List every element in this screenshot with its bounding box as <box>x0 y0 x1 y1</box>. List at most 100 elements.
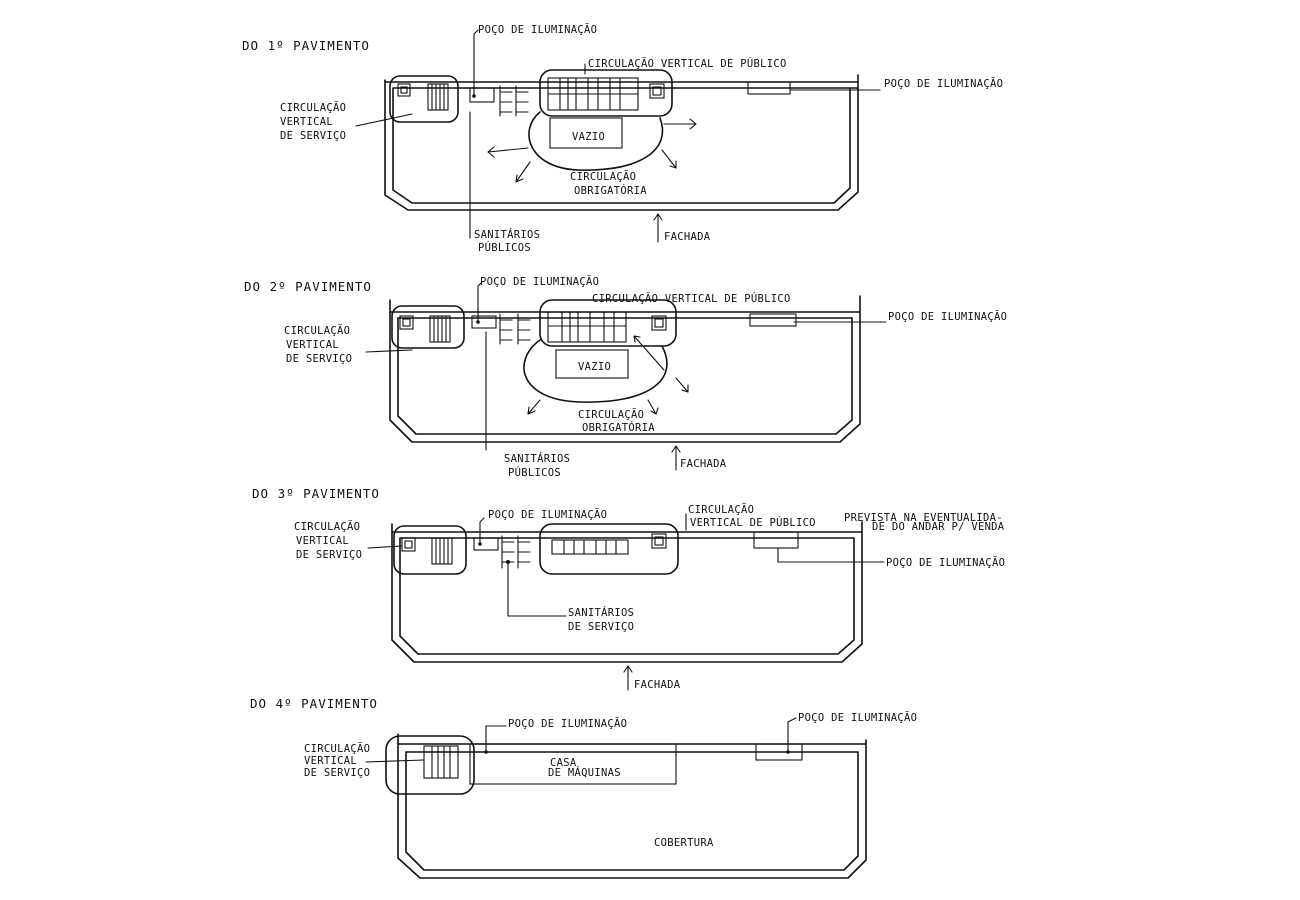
floor-2-obligatory-label-line-2: OBRIGATÓRIA <box>582 421 655 434</box>
floor-3-light-well <box>473 537 499 551</box>
floor-4-title: DO 4º PAVIMENTO <box>250 696 378 711</box>
floor-1-service-label-line-1: CIRCULAÇÃO <box>280 101 346 114</box>
floor-4-leader-poco-right <box>787 717 797 753</box>
floor-1-arrow-right <box>663 118 697 130</box>
floor-1-escalators <box>547 77 639 111</box>
floor-1-leader-fachada <box>653 213 663 243</box>
floor-3-leader-poco-top <box>479 517 485 545</box>
floor-1-public-circulation-label: CIRCULAÇÃO VERTICAL DE PÚBLICO <box>588 57 787 70</box>
floor-1-void <box>549 117 623 149</box>
floor-1-arrow-down-left <box>515 161 531 183</box>
floor-2-obligatory-label-line-1: CIRCULAÇÃO <box>578 408 644 421</box>
floor-2-public-circulation-label: CIRCULAÇÃO VERTICAL DE PÚBLICO <box>592 292 791 305</box>
floor-2-arrow-down-right <box>675 377 689 393</box>
floor-4-left-light-well-label: POÇO DE ILUMINAÇÃO <box>508 717 627 730</box>
floor-4-leader-service <box>365 759 425 763</box>
floor-1-service-label-line-3: DE SERVIÇO <box>280 130 346 142</box>
floor-4-service-label-line-2: VERTICAL <box>304 755 357 767</box>
floor-3-escalators <box>551 539 629 555</box>
floor-3-service-stairs <box>431 537 453 565</box>
floor-3-plan: DO 3º PAVIMENTO <box>252 486 1005 691</box>
floor-3-public-elevator-icon <box>651 533 667 549</box>
floor-1-circulation-loop <box>528 111 664 171</box>
floor-2-service-elevator-icon <box>399 315 414 330</box>
floor-1-facade-label: FACHADA <box>664 231 711 243</box>
floor-2-restrooms-label-line-1: SANITÁRIOS <box>504 452 570 465</box>
floor-1-service-stairs <box>427 83 449 111</box>
floor-4-machine-room <box>469 743 677 785</box>
floor-3-service-label-line-2: VERTICAL <box>296 535 349 547</box>
floor-2-service-stairs <box>429 315 451 343</box>
floor-2-service-label-line-3: DE SERVIÇO <box>286 353 352 365</box>
floor-1-right-light-well <box>747 81 791 95</box>
floor-2-service-label-line-2: VERTICAL <box>286 339 339 351</box>
floor-2-public-circulation-loop <box>539 299 677 347</box>
floor-4-plan: DO 4º PAVIMENTO CASA DE MÁQUINAS POÇO DE… <box>250 696 917 879</box>
floor-3-public-circulation-loop <box>539 523 679 575</box>
floor-2-facade-label: FACHADA <box>680 458 727 470</box>
floor-4-leader-poco-left <box>485 725 507 753</box>
floor-3-service-restrooms <box>501 535 531 569</box>
floor-3-public-circulation-label-line-1: CIRCULAÇÃO <box>688 503 754 516</box>
floor-4-machine-room-label-line-2: DE MÁQUINAS <box>548 766 621 779</box>
floor-3-sale-note-line-1: PREVISTA NA EVENTUALIDA- <box>844 512 1003 524</box>
floor-2-outline-inner <box>397 317 853 435</box>
floor-3-service-circulation-loop <box>393 525 467 575</box>
floor-1-public-restrooms <box>499 85 529 117</box>
floor-1-public-circulation-loop <box>539 69 673 117</box>
floor-1-title: DO 1º PAVIMENTO <box>242 38 370 53</box>
floor-2-service-label-line-1: CIRCULAÇÃO <box>284 324 350 337</box>
floor-4-outline-inner <box>405 751 859 871</box>
floor-3-leader-poco-right <box>777 547 885 563</box>
floor-4-service-stairs <box>423 745 459 779</box>
floor-3-outline-inner <box>399 537 855 655</box>
floor-1-public-elevator-icon <box>649 83 665 99</box>
floor-3-leader-restrooms <box>507 563 567 617</box>
floor-3-service-label-line-1: CIRCULAÇÃO <box>294 520 360 533</box>
floor-1-restrooms-label-line-2: PÚBLICOS <box>478 241 531 254</box>
floor-1-service-label-line-2: VERTICAL <box>280 116 333 128</box>
floor-1-light-well-label: POÇO DE ILUMINAÇÃO <box>478 23 597 36</box>
floor-2-escalators <box>547 311 627 343</box>
floor-4-service-label-line-3: DE SERVIÇO <box>304 767 370 779</box>
floor-3-right-light-well <box>753 531 799 549</box>
floor-1-arrow-left <box>487 146 529 158</box>
floor-3-restrooms-label-line-2: DE SERVIÇO <box>568 621 634 633</box>
floor-1-leader-poco-top <box>473 29 479 97</box>
floor-1-arrow-down-right <box>661 149 677 169</box>
floor-3-title: DO 3º PAVIMENTO <box>252 486 380 501</box>
floor-1-service-elevator-icon <box>397 83 411 97</box>
floor-2-public-elevator-icon <box>651 315 667 331</box>
floor-3-leader-service <box>367 545 403 549</box>
floor-3-service-label-line-3: DE SERVIÇO <box>296 549 362 561</box>
floor-3-public-circulation-label-line-2: VERTICAL DE PÚBLICO <box>690 516 816 529</box>
floor-4-service-circulation-loop <box>385 735 475 795</box>
floor-4-right-light-well-label: POÇO DE ILUMINAÇÃO <box>798 711 917 724</box>
floor-1-service-circulation-loop <box>389 75 459 123</box>
floor-1-void-label: VAZIO <box>572 131 605 143</box>
floor-4-service-label-line-1: CIRCULAÇÃO <box>304 742 370 755</box>
floor-1-light-well <box>469 87 495 103</box>
floor-1-restrooms-label-line-1: SANITÁRIOS <box>474 228 540 241</box>
floor-2-leader-poco-top <box>477 281 483 323</box>
floor-1-obligatory-label-line-1: CIRCULAÇÃO <box>570 170 636 183</box>
floor-2-void <box>555 349 629 379</box>
floor-2-leader-fachada <box>671 445 681 471</box>
floor-4-outline-outer <box>397 733 867 879</box>
floor-1-plan: DO 1º PAVIMENTO <box>242 23 1003 254</box>
floor-3-facade-label: FACHADA <box>634 679 681 691</box>
floor-1-right-light-well-label: POÇO DE ILUMINAÇÃO <box>884 77 1003 90</box>
floor-2-title: DO 2º PAVIMENTO <box>244 279 372 294</box>
floor-2-light-well <box>471 315 497 329</box>
floor-2-right-light-well <box>749 313 797 327</box>
floor-3-leader-fachada <box>623 665 633 691</box>
floor-2-right-light-well-label: POÇO DE ILUMINAÇÃO <box>888 310 1007 323</box>
floor-3-outline-outer <box>391 521 863 663</box>
floor-2-leader-service <box>365 349 413 353</box>
floor-2-arrow-up-left <box>633 335 665 371</box>
floor-2-public-restrooms <box>499 313 531 345</box>
floor-3-restrooms-label-line-1: SANITÁRIOS <box>568 606 634 619</box>
floor-1-outline-outer <box>384 74 859 211</box>
